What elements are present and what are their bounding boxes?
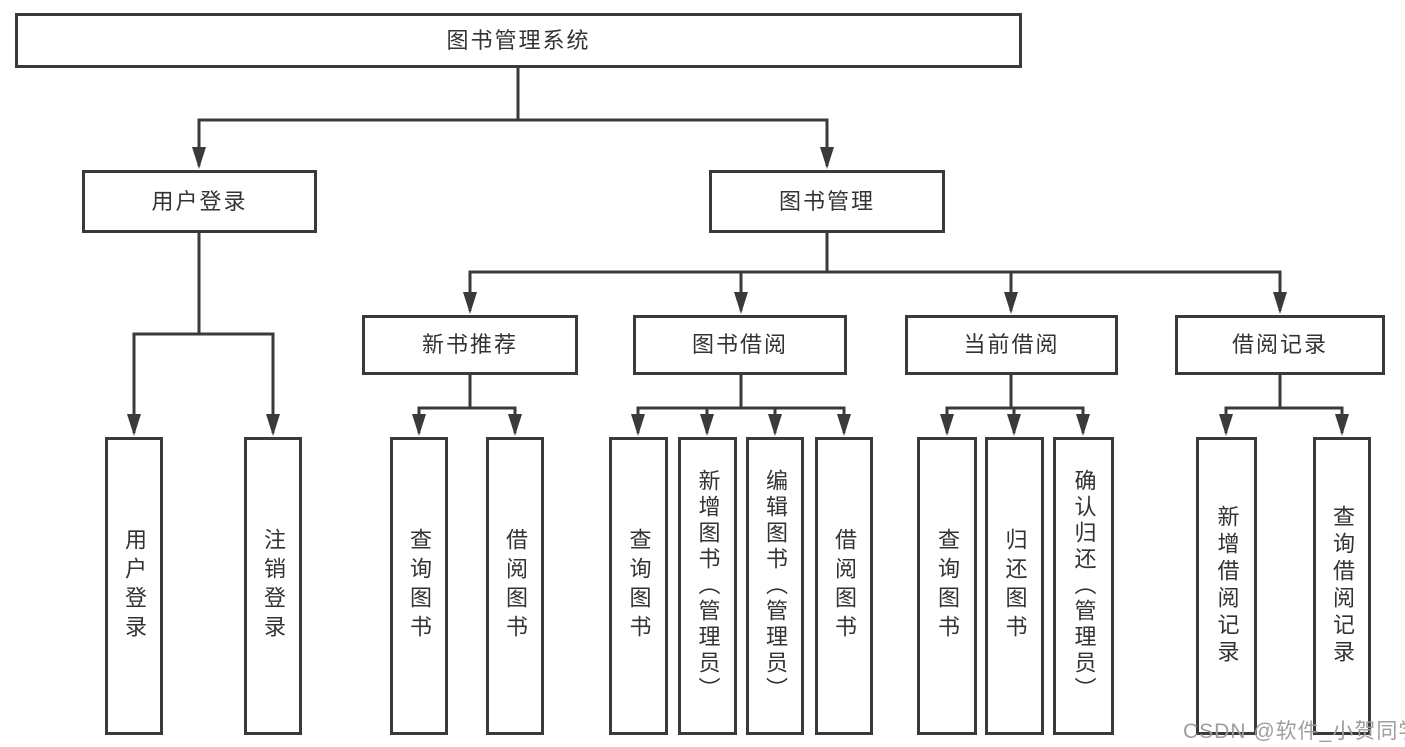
leaf-add-borrow-record: 新增借阅记录: [1196, 437, 1257, 735]
leaf-logout: 注销登录: [244, 437, 302, 735]
node-new-book-recommend: 新书推荐: [362, 315, 578, 375]
leaf-add-books-admin: 新增图书（管理员）: [678, 437, 737, 735]
leaf-borrow-books-recommend: 借阅图书: [486, 437, 544, 735]
leaf-return-books: 归还图书: [985, 437, 1044, 735]
arrowheads: [127, 147, 1349, 436]
node-book-borrow: 图书借阅: [633, 315, 847, 375]
node-user-login-branch: 用户登录: [82, 170, 317, 233]
leaf-query-books-recommend: 查询图书: [390, 437, 448, 735]
leaf-query-books-current: 查询图书: [917, 437, 977, 735]
leaf-query-borrow-record: 查询借阅记录: [1313, 437, 1371, 735]
leaf-edit-books-admin: 编辑图书（管理员）: [746, 437, 804, 735]
leaf-user-login: 用户登录: [105, 437, 163, 735]
node-current-borrow: 当前借阅: [905, 315, 1118, 375]
connector-stems: [132, 68, 1344, 433]
leaf-query-books-borrow: 查询图书: [609, 437, 668, 735]
csdn-watermark: CSDN @软件_小贺同学: [1183, 720, 1405, 743]
leaf-borrow-books: 借阅图书: [815, 437, 873, 735]
node-root-system: 图书管理系统: [15, 13, 1022, 68]
leaf-confirm-return-admin: 确认归还（管理员）: [1053, 437, 1114, 735]
node-book-management-branch: 图书管理: [709, 170, 945, 233]
node-borrow-records: 借阅记录: [1175, 315, 1385, 375]
